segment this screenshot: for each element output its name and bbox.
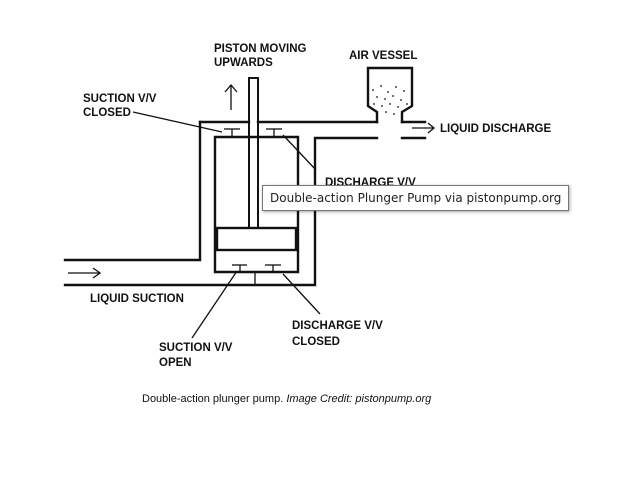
suction-valve-open-label: SUCTION V/V [159, 342, 233, 354]
figure-caption: Double-action plunger pump. Image Credit… [142, 393, 432, 405]
liquid-discharge-label: LIQUID DISCHARGE [440, 123, 552, 135]
upward-arrow-icon [224, 84, 238, 110]
caption-credit: Image Credit: pistonpump.org [286, 393, 432, 405]
suction-flow-arrow-icon [68, 267, 102, 279]
discharge-valve-bottom [265, 264, 281, 272]
caption-text: Double-action plunger pump. [142, 393, 286, 405]
air-vessel [366, 66, 414, 124]
plunger-rod [248, 77, 259, 229]
piston [215, 226, 298, 252]
discharge-valve-top [266, 128, 282, 137]
piston-moving-label: PISTON MOVING [214, 43, 306, 55]
suction-valve-closed-label-line2: CLOSED [83, 107, 131, 119]
suction-valve-bottom [232, 264, 247, 272]
air-vessel-label: AIR VESSEL [349, 50, 417, 62]
discharge-valve-closed-label: DISCHARGE V/V [292, 320, 383, 332]
suction-valve-open-label-line2: OPEN [159, 357, 192, 369]
discharge-flow-arrow-icon [412, 122, 436, 134]
image-tooltip: Double-action Plunger Pump via pistonpum… [262, 185, 570, 211]
suction-valve-top [224, 128, 240, 137]
liquid-suction-label: LIQUID SUCTION [90, 293, 184, 305]
discharge-valve-closed-label-line2: CLOSED [292, 336, 340, 348]
piston-moving-label-line2: UPWARDS [214, 57, 273, 69]
pump-casing [63, 120, 427, 287]
suction-valve-closed-label: SUCTION V/V [83, 93, 157, 105]
leader-lines [132, 111, 321, 339]
